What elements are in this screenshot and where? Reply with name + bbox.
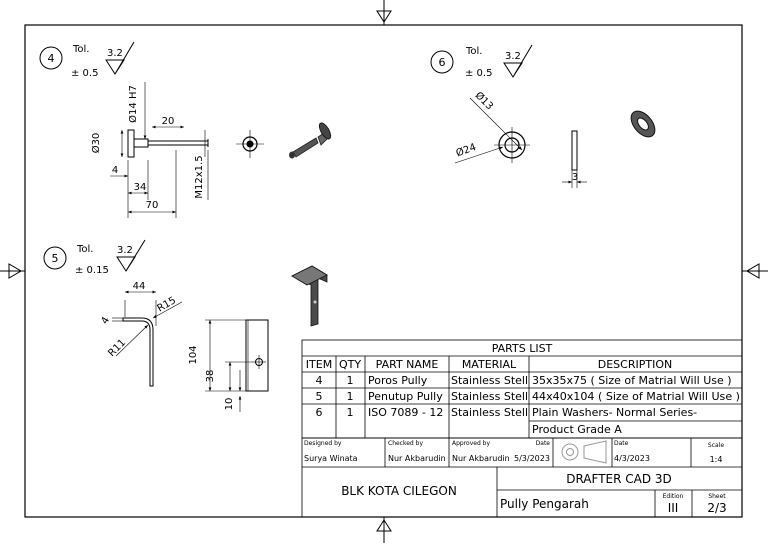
designed-by-label: Designed by [304, 440, 342, 447]
cell-item: 5 [316, 390, 323, 403]
scale-label: Scale [708, 442, 724, 449]
scale: 1:4 [710, 455, 723, 464]
roughness-symbol [116, 239, 146, 272]
sheet-number: 2/3 [707, 501, 726, 515]
dim-38: 38 [205, 370, 216, 383]
cell-description: 44x40x104 ( Size of Matrial Will Use ) [532, 390, 740, 403]
roughness-value: 3.2 [505, 51, 521, 62]
dim-44: 44 [133, 281, 146, 292]
cell-qty: 1 [347, 406, 354, 419]
project-name: DRAFTER CAD 3D [566, 472, 672, 486]
part-4-end-view [236, 130, 264, 158]
projection-symbol-icon [561, 440, 607, 464]
dim-3: 3 [572, 172, 578, 183]
dim-104: 104 [188, 345, 199, 364]
cell-part-name: ISO 7089 - 12 [368, 406, 443, 419]
part-5-front-view [205, 319, 269, 412]
edition-label: Edition [663, 493, 684, 500]
part-6-front-view [454, 97, 530, 164]
header-item: ITEM [306, 358, 332, 371]
tolerance-value: ± 0.15 [75, 265, 109, 276]
header-qty: QTY [339, 358, 361, 371]
cell-material: Stainless Stell [451, 390, 528, 403]
checked-by-label: Checked by [388, 440, 423, 447]
cell-qty: 1 [347, 374, 354, 387]
dim-4-thickness: 4 [99, 315, 112, 326]
roughness-value: 3.2 [117, 245, 133, 256]
cell-part-name: Poros Pully [368, 374, 428, 387]
dim-diameter-14-h7: Ø14 H7 [127, 85, 139, 123]
callout-number: 4 [48, 52, 55, 65]
cell-qty: 1 [347, 390, 354, 403]
table-row: 5 1 Penutup Pully Stainless Stell 44x40x… [316, 390, 741, 403]
designed-by: Surya Winata [304, 454, 358, 463]
callout-number: 5 [52, 252, 59, 265]
checked-by: Nur Akbarudin [388, 454, 446, 463]
dim-4: 4 [112, 165, 118, 176]
roughness-value: 3.2 [107, 48, 123, 59]
cell-description: Plain Washers- Normal Series- [532, 406, 697, 419]
table-row: 4 1 Poros Pully Stainless Stell 35x35x75… [316, 374, 732, 387]
cell-material: Stainless Stell [451, 406, 528, 419]
cell-item: 6 [316, 406, 323, 419]
drawing-title: Pully Pengarah [500, 497, 589, 511]
parts-list-title: PARTS LIST [492, 342, 553, 355]
dim-radius-11: R11 [106, 337, 128, 359]
drawn-date: 4/3/2023 [614, 454, 650, 463]
dim-70: 70 [146, 200, 159, 211]
callout-6: 6 Tol. ± 0.5 3.2 [430, 44, 533, 79]
part-6-3d-view [630, 110, 656, 138]
company-name: BLK KOTA CILEGON [341, 484, 457, 498]
cell-part-name: Penutup Pully [368, 390, 443, 403]
tolerance-label: Tol. [465, 46, 482, 57]
drawn-date-label: Date [614, 440, 629, 447]
approved-date-label: Date [536, 440, 551, 447]
parts-list-header: ITEM QTY PART NAME MATERIAL DESCRIPTION [306, 358, 672, 371]
approved-date: 5/3/2023 [514, 454, 550, 463]
dim-10: 10 [224, 398, 235, 411]
callout-number: 6 [439, 56, 446, 69]
roughness-symbol [503, 44, 533, 78]
part-6-side-view [562, 130, 587, 188]
cell-item: 4 [316, 374, 323, 387]
roughness-symbol [105, 41, 135, 75]
part-5-3d-view [291, 265, 328, 327]
cell-description: 35x35x75 ( Size of Matrial Will Use ) [532, 374, 732, 387]
parts-list [301, 339, 743, 439]
sheet-label: Sheet [708, 493, 726, 500]
header-part-name: PART NAME [376, 358, 439, 371]
table-row: 6 1 ISO 7089 - 12 Stainless Stell Plain … [316, 406, 698, 436]
dim-radius-15: R15 [155, 295, 178, 314]
part-4-side-view [110, 82, 209, 218]
edition: III [668, 501, 679, 515]
tolerance-value: ± 0.5 [71, 68, 98, 79]
tolerance-label: Tol. [76, 244, 93, 255]
part-4-3d-view [289, 122, 332, 159]
callout-4: 4 Tol. ± 0.5 3.2 [39, 41, 135, 79]
approved-by-label: Approved by [452, 440, 490, 447]
tolerance-value: ± 0.5 [465, 68, 492, 79]
dim-20: 20 [162, 116, 175, 127]
dim-diameter-30: Ø30 [90, 133, 102, 154]
dim-diameter-13: Ø13 [473, 89, 496, 112]
approved-by: Nur Akbarudin [452, 454, 510, 463]
title-block [301, 437, 743, 518]
dim-m12x1-5: M12x1.5 [194, 155, 205, 198]
header-material: MATERIAL [462, 358, 517, 371]
header-description: DESCRIPTION [598, 358, 672, 371]
part-5-side-view [112, 290, 183, 387]
cell-material: Stainless Stell [451, 374, 528, 387]
tolerance-label: Tol. [72, 44, 89, 55]
cell-description-line2: Product Grade A [532, 423, 622, 436]
dim-34: 34 [134, 182, 147, 193]
callout-5: 5 Tol. ± 0.15 3.2 [43, 239, 146, 276]
